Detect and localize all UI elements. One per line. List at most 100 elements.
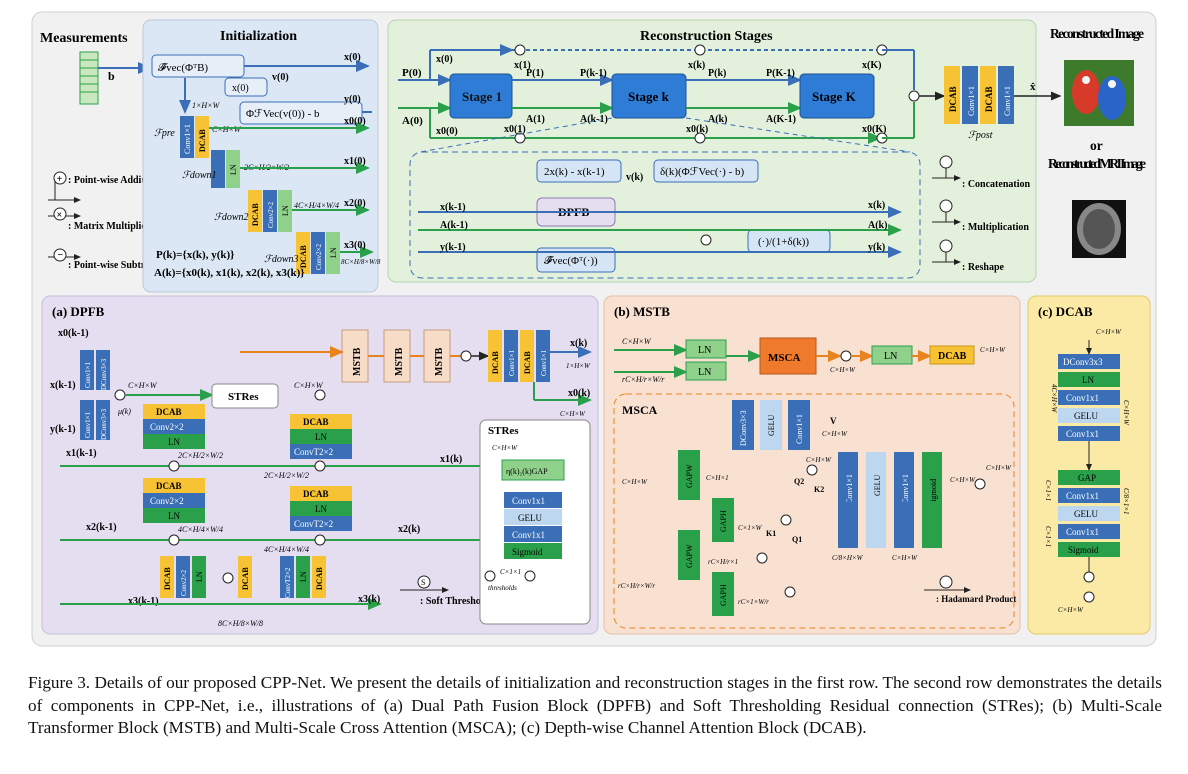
fvec-detail bbox=[536, 247, 616, 273]
legend-reshape: : Reshape bbox=[962, 262, 1005, 273]
mstb-ln-2 bbox=[685, 361, 727, 381]
mstb-ln-1 bbox=[685, 339, 727, 359]
fpost-label: ℱpost bbox=[968, 130, 993, 141]
svg-text:K1: K1 bbox=[766, 529, 776, 538]
svg-text:x0(1): x0(1) bbox=[504, 124, 526, 135]
svg-text:LN: LN bbox=[698, 367, 711, 378]
svg-text:Sigmoid: Sigmoid bbox=[929, 479, 938, 506]
svg-text:thresholds: thresholds bbox=[488, 584, 517, 592]
output-title-2: Reconstructed MRI Image bbox=[1048, 156, 1146, 171]
svg-text:C×H×W: C×H×W bbox=[830, 366, 856, 374]
svg-text:x0(0): x0(0) bbox=[344, 116, 366, 127]
svg-text:GELU: GELU bbox=[873, 474, 882, 496]
svg-text:A(K-1): A(K-1) bbox=[766, 114, 796, 125]
legend-subtraction: : Point-wise Subtraction bbox=[68, 260, 172, 271]
svg-text:y(k-1): y(k-1) bbox=[50, 424, 76, 435]
svg-text:x3(k-1): x3(k-1) bbox=[128, 596, 159, 607]
svg-text:Conv2×2: Conv2×2 bbox=[180, 569, 188, 596]
svg-text:LN: LN bbox=[329, 247, 338, 258]
svg-text:LN: LN bbox=[281, 205, 290, 216]
outputs: Reconstructed Image or Reconstructed MRI… bbox=[1048, 26, 1146, 258]
svg-text:Conv1×1: Conv1×1 bbox=[84, 361, 92, 388]
svg-text:V: V bbox=[830, 416, 837, 426]
svg-text:x1(k-1): x1(k-1) bbox=[66, 448, 97, 459]
svg-text:C×H×W: C×H×W bbox=[560, 410, 586, 418]
svg-text:MSTB: MSTB bbox=[352, 347, 363, 376]
svg-text:C×H×W: C×H×W bbox=[622, 478, 648, 486]
svg-text:Conv1×1: Conv1×1 bbox=[540, 349, 548, 376]
mstb-panel: (b) MSTB C×H×W rC×H/r×W/r LN LN MSCA C×H… bbox=[603, 295, 1021, 635]
xhat-label: x̂ bbox=[1030, 81, 1036, 93]
svg-text:Sigmoid: Sigmoid bbox=[1068, 545, 1099, 555]
svg-text:x(k): x(k) bbox=[570, 338, 587, 349]
measurement-vector bbox=[79, 51, 99, 105]
svg-text:C×H×W: C×H×W bbox=[622, 337, 652, 346]
reconstruction-panel: Reconstruction Stages P(0) A(0) Stage 1 … bbox=[387, 19, 1062, 283]
svg-text:rC×H/r×W/r: rC×H/r×W/r bbox=[622, 375, 665, 384]
figure-diagram: Measurements b + : Point-wise Addition ×… bbox=[31, 11, 1157, 647]
svg-text:Conv1×1: Conv1×1 bbox=[967, 86, 976, 116]
svg-text:Q2: Q2 bbox=[794, 477, 804, 486]
svg-text:C×H×W: C×H×W bbox=[492, 444, 518, 452]
dcab-mult-node bbox=[1083, 571, 1095, 583]
svg-text:DCAB: DCAB bbox=[241, 567, 250, 590]
svg-text:ConvT2×2: ConvT2×2 bbox=[294, 519, 333, 529]
svg-text:2C×H/2×W/2: 2C×H/2×W/2 bbox=[264, 471, 309, 480]
init-dcab-block bbox=[195, 116, 209, 158]
svg-text:C/8×1×1: C/8×1×1 bbox=[1122, 488, 1130, 515]
svg-text:v(k): v(k) bbox=[626, 172, 643, 183]
dcab-panel: (c) DCAB C×H×W DConv3x3 LN Conv1x1 GELU … bbox=[1027, 295, 1151, 635]
svg-text:y(k): y(k) bbox=[868, 242, 885, 253]
svg-text:x0(K): x0(K) bbox=[862, 124, 886, 135]
svg-text:C×H×W: C×H×W bbox=[1096, 328, 1122, 336]
svg-text:GAPH: GAPH bbox=[719, 584, 728, 606]
dim-1hw: 1×H×W bbox=[192, 101, 221, 110]
fpre-label: ℱpre bbox=[154, 128, 175, 139]
svg-text:4C×H/4×W/4: 4C×H/4×W/4 bbox=[178, 525, 223, 534]
svg-text:x(k-1): x(k-1) bbox=[440, 202, 466, 213]
svg-text:MSTB: MSTB bbox=[394, 347, 405, 376]
svg-text:Stage K: Stage K bbox=[812, 89, 857, 104]
ak-def: A(k)={x0(k), x1(k), x2(k), x3(k)} bbox=[154, 267, 305, 279]
svg-text:4C×H×W: 4C×H×W bbox=[1050, 384, 1058, 414]
svg-text:Conv1×1: Conv1×1 bbox=[901, 474, 910, 504]
post-conv-1 bbox=[962, 66, 978, 124]
svg-text:DCAB: DCAB bbox=[303, 417, 329, 427]
mstb-dcab bbox=[929, 345, 975, 365]
svg-text:STRes: STRes bbox=[228, 391, 259, 403]
svg-text:C×H×W: C×H×W bbox=[950, 476, 976, 484]
svg-text:GAP: GAP bbox=[1078, 473, 1096, 483]
svg-text:C×1×W: C×1×W bbox=[738, 524, 763, 532]
svg-text:LN: LN bbox=[168, 511, 180, 521]
svg-text:8C×H/8×W/8: 8C×H/8×W/8 bbox=[341, 258, 381, 266]
svg-text:DCAB: DCAB bbox=[984, 86, 994, 112]
svg-text:DConv3×3: DConv3×3 bbox=[100, 408, 108, 440]
svg-text:4C×H/4×W/4: 4C×H/4×W/4 bbox=[264, 545, 309, 554]
svg-text:Conv2×2: Conv2×2 bbox=[315, 243, 323, 270]
svg-text:P(k): P(k) bbox=[708, 68, 726, 79]
legend-matmul: : Matrix Multiplication bbox=[68, 221, 168, 232]
svg-text:Stage k: Stage k bbox=[628, 89, 670, 104]
svg-text:A(1): A(1) bbox=[526, 114, 545, 125]
svg-text:C×H×W: C×H×W bbox=[980, 346, 1006, 354]
svg-text:8C×H/8×W/8: 8C×H/8×W/8 bbox=[218, 619, 263, 628]
legend-hadamard: : Hadamard Product bbox=[936, 594, 1016, 604]
svg-text:ℱdown3: ℱdown3 bbox=[264, 254, 299, 265]
svg-text:LN: LN bbox=[315, 432, 327, 442]
stage-K bbox=[799, 73, 875, 119]
svg-text:STRes: STRes bbox=[488, 425, 519, 437]
svg-text:LN: LN bbox=[698, 345, 711, 356]
addition-icon: + bbox=[48, 171, 81, 203]
svg-text:Conv1×1: Conv1×1 bbox=[1003, 86, 1012, 116]
fvec-block-label: 𝓕̂vec(ΦᵀΒ) bbox=[158, 62, 208, 74]
svg-text:DCAB: DCAB bbox=[163, 567, 172, 590]
svg-text:x(k-1): x(k-1) bbox=[50, 380, 76, 391]
svg-text:C×1×1: C×1×1 bbox=[1044, 480, 1052, 501]
mstb-title: (b) MSTB bbox=[614, 304, 670, 319]
dpfb-input-convs: Conv1×1 DConv3×3 Conv1×1 DConv3×3 bbox=[80, 350, 110, 440]
svg-text:x(1): x(1) bbox=[514, 60, 531, 71]
add-nodes bbox=[168, 389, 326, 584]
svg-text:C×H×W: C×H×W bbox=[294, 381, 324, 390]
svg-text:P(K-1): P(K-1) bbox=[766, 68, 795, 79]
svg-text:A(k): A(k) bbox=[868, 220, 887, 231]
